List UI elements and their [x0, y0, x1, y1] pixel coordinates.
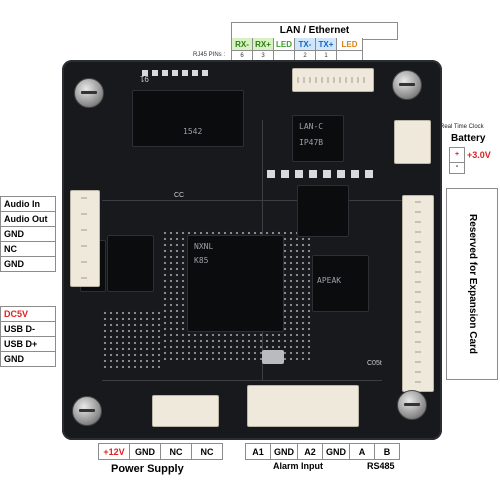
- cpu-chip-mark-2: K85: [194, 256, 209, 265]
- power-label-2: NC: [160, 443, 192, 460]
- screw-bottom-left: [72, 396, 102, 426]
- chip-upper-mark: 1542: [183, 127, 203, 136]
- circuit-board: 1542 LAN-C IP47B NXNL K85 APEAK 91 CC C0…: [62, 60, 442, 440]
- mark-c05: C05t: [367, 360, 382, 367]
- lan-signal-0: RX-: [232, 38, 253, 51]
- power-label-1: GND: [129, 443, 161, 460]
- pin-strip: [415, 201, 421, 386]
- power-label-3: NC: [191, 443, 223, 460]
- power-supply-title: Power Supply: [111, 463, 184, 475]
- lan-signal-5: LED: [337, 38, 363, 51]
- rtc-note: Real Time Clock: [440, 124, 484, 130]
- alarm-label-0: A1: [245, 443, 271, 460]
- lan-signal-3: TX-: [295, 38, 316, 51]
- expansion-card-label: Reserved for Expansion Card: [467, 213, 478, 355]
- usb-label-2: USB D+: [0, 336, 56, 352]
- expansion-card-box: Reserved for Expansion Card: [446, 188, 498, 380]
- memory-chip: APEAK: [312, 255, 369, 312]
- lan-signal-4: TX+: [316, 38, 337, 51]
- trace: [102, 380, 382, 381]
- battery-minus: -: [449, 162, 465, 174]
- alarm-label-3: GND: [322, 443, 350, 460]
- rs485-title: RS485: [367, 461, 395, 471]
- usb-label-0: DC5V: [0, 306, 56, 322]
- audio-label-1: Audio Out: [0, 211, 56, 227]
- memory-chip-mark: APEAK: [317, 276, 342, 285]
- pin-strip: [81, 197, 87, 279]
- mark-cc: CC: [174, 192, 185, 199]
- lan-signal-1: RX+: [253, 38, 274, 51]
- alarm-label-4: A: [349, 443, 375, 460]
- pin-strip: [297, 77, 369, 83]
- alarm-input-title: Alarm Input: [273, 461, 324, 471]
- screw-top-right: [392, 70, 422, 100]
- upper-chip: 1542: [132, 90, 244, 147]
- lan-transformer: LAN-C IP47B: [292, 115, 344, 162]
- alarm-connector: [247, 385, 359, 427]
- audio-connector: [70, 190, 100, 287]
- ethernet-phy-chip: [297, 185, 349, 237]
- lan-signal-2: LED: [274, 38, 295, 51]
- component-pads: [267, 170, 377, 178]
- power-connector: [152, 395, 219, 427]
- battery-plus: +: [449, 147, 465, 163]
- lan-chip-model: IP47B: [299, 138, 324, 147]
- cpu-chip: NXNL K85: [187, 235, 284, 332]
- cpu-chip-mark: NXNL: [194, 242, 214, 251]
- lan-header-connector: [292, 68, 374, 92]
- flash-chip: [107, 235, 154, 292]
- resistor-row: [142, 70, 212, 76]
- usb-label-1: USB D-: [0, 321, 56, 337]
- audio-label-0: Audio In: [0, 196, 56, 212]
- crystal: [262, 350, 284, 364]
- trace: [102, 200, 402, 201]
- rj45-pins-label: RJ45 PINs :: [193, 52, 226, 58]
- power-label-0: +12V: [98, 443, 130, 460]
- battery-title: Battery: [451, 133, 486, 144]
- expansion-connector: [402, 195, 434, 392]
- audio-label-4: GND: [0, 256, 56, 272]
- screw-bottom-right: [397, 390, 427, 420]
- audio-label-2: GND: [0, 226, 56, 242]
- screw-top-left: [74, 78, 104, 108]
- rtc-battery-connector: [394, 120, 431, 164]
- usb-label-3: GND: [0, 351, 56, 367]
- alarm-label-1: GND: [270, 443, 298, 460]
- alarm-label-5: B: [374, 443, 400, 460]
- lan-chip-mark: LAN-C: [299, 122, 324, 131]
- via-field-2: [102, 310, 162, 370]
- audio-label-3: NC: [0, 241, 56, 257]
- alarm-label-2: A2: [297, 443, 323, 460]
- battery-voltage: +3.0V: [467, 150, 491, 160]
